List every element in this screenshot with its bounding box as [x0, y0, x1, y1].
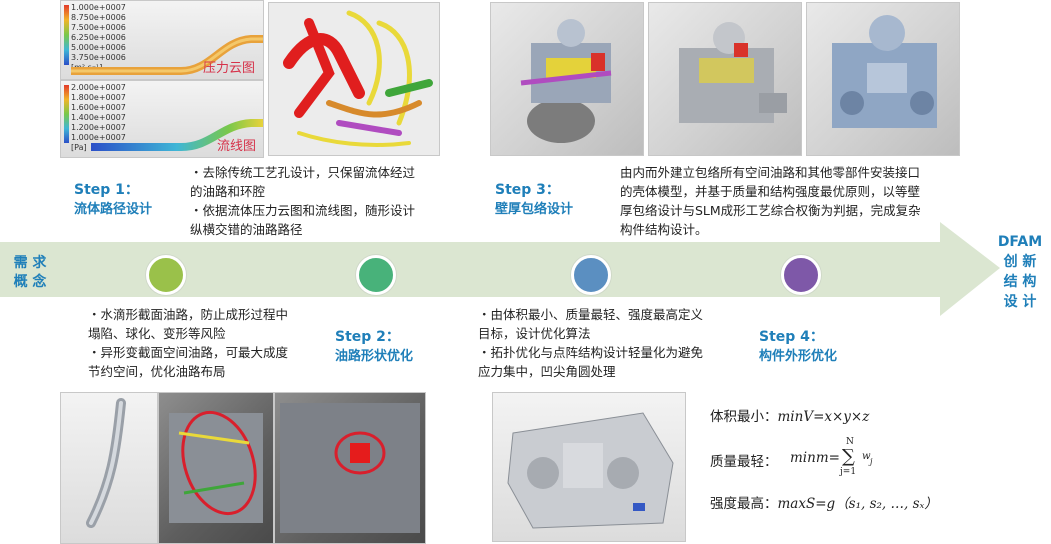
- envelope-drawing-2: [649, 3, 801, 155]
- dfam-label: DFAM 创 新 结 构 设 计: [990, 232, 1050, 312]
- channel-detail-image: [274, 392, 426, 544]
- streamline-image: 2.000e+0007 1.800e+0007 1.600e+0007 1.40…: [60, 80, 264, 158]
- channel-detail-drawing: [275, 393, 425, 543]
- step1-circle: [146, 255, 186, 295]
- step4-label: Step 4： 构件外形优化: [759, 327, 837, 367]
- formula-mass-expr: minm=: [790, 450, 840, 466]
- step4-circle: [781, 255, 821, 295]
- step2-title: Step 2：: [335, 327, 413, 347]
- envelope-image-1: [490, 2, 644, 156]
- channel-layout-image: [158, 392, 274, 544]
- step2-label: Step 2： 油路形状优化: [335, 327, 413, 367]
- step3-title: Step 3：: [495, 180, 573, 200]
- step1-label: Step 1： 流体路径设计: [74, 180, 152, 220]
- formula-mass-sub: j: [870, 457, 872, 466]
- step3-label: Step 3： 壁厚包络设计: [495, 180, 573, 220]
- formula-volume: 体积最小：minV=x×y×z: [710, 405, 869, 425]
- formula-mass-sum-bottom: j=1: [840, 467, 856, 477]
- step4-subtitle: 构件外形优化: [759, 347, 837, 367]
- formula-strength-expr: maxS=g（s₁, s₂, …, sₓ）: [778, 496, 938, 512]
- formula-volume-expr: minV=x×y×z: [778, 409, 870, 425]
- pressure-tag: 压力云图: [203, 57, 255, 76]
- step3-subtitle: 壁厚包络设计: [495, 200, 573, 220]
- pressure-contour-image: 1.000e+0007 8.750e+0006 7.500e+0006 6.25…: [60, 0, 264, 80]
- streamline-tag: 流线图: [217, 135, 256, 154]
- step2-subtitle: 油路形状优化: [335, 347, 413, 367]
- optimized-part-image: [492, 392, 686, 542]
- droplet-channel-drawing: [61, 393, 157, 543]
- envelope-image-3: [806, 2, 960, 156]
- formula-mass: 质量最轻： minm= N ∑ j=1 w j: [710, 437, 910, 481]
- optimized-part-drawing: [493, 393, 685, 541]
- envelope-image-2: [648, 2, 802, 156]
- step3-description: 由内而外建立包络所有空间油路和其他零部件安装接口 的壳体模型，并基于质量和结构强…: [620, 163, 970, 239]
- step3-circle: [571, 255, 611, 295]
- side-right-line4: 设 计: [990, 292, 1050, 312]
- step1-title: Step 1：: [74, 180, 152, 200]
- pipe-network-image: [268, 2, 440, 156]
- step2-circle: [356, 255, 396, 295]
- formula-strength: 强度最高：maxS=g（s₁, s₂, …, sₓ）: [710, 492, 938, 512]
- step4-description: ・由体积最小、质量最轻、强度最高定义 目标，设计优化算法 ・拓扑优化与点阵结构设…: [478, 305, 748, 381]
- sigma-icon: ∑: [842, 446, 855, 467]
- envelope-drawing-1: [491, 3, 643, 155]
- channel-layout-drawing: [159, 393, 273, 543]
- step1-subtitle: 流体路径设计: [74, 200, 152, 220]
- step4-title: Step 4：: [759, 327, 837, 347]
- side-right-line2: 创 新: [990, 252, 1050, 272]
- step1-description: ・去除传统工艺孔设计，只保留流体经过 的油路和环腔 ・依据流体压力云图和流线图，…: [190, 163, 490, 239]
- pipe-network-drawing: [269, 3, 439, 155]
- formula-volume-label: 体积最小：: [710, 409, 778, 425]
- side-left-line2: 概 念: [8, 273, 52, 292]
- formula-mass-label: 质量最轻：: [710, 450, 778, 470]
- side-right-line1: DFAM: [990, 232, 1050, 252]
- formula-strength-label: 强度最高：: [710, 496, 778, 512]
- droplet-channel-image: [60, 392, 158, 544]
- step2-description: ・水滴形截面油路，防止成形过程中 塌陷、球化、变形等风险 ・异形变截面空间油路，…: [88, 305, 328, 381]
- envelope-drawing-3: [807, 3, 959, 155]
- demand-concept-label: 需 求 概 念: [8, 254, 52, 292]
- side-right-line3: 结 构: [990, 272, 1050, 292]
- side-left-line1: 需 求: [8, 254, 52, 273]
